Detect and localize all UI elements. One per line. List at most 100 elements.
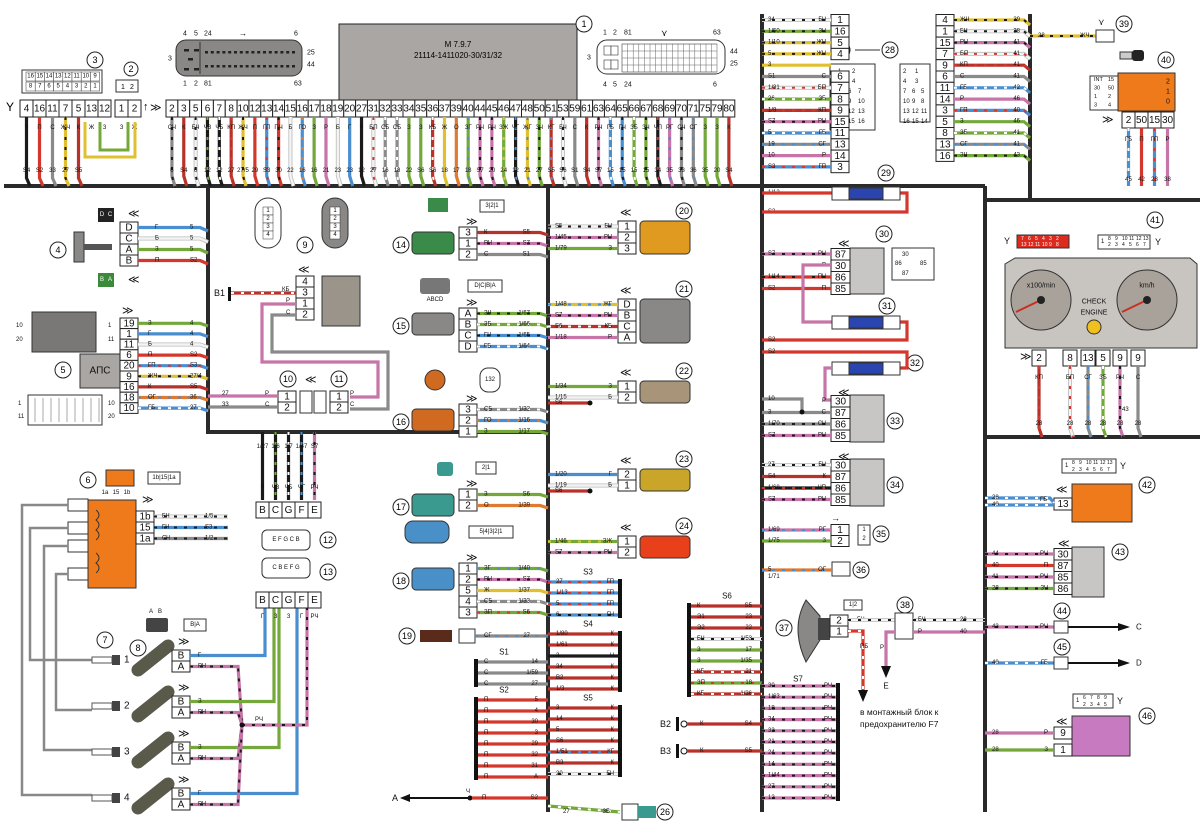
aps-pin-1[interactable]: 1 (119, 328, 139, 340)
aps-pin-11[interactable]: 11 (119, 338, 139, 351)
sensor18-pin-1[interactable]: 1 (458, 562, 478, 575)
ecu-pin-59[interactable]: 59 (568, 99, 582, 118)
connector13-pin-E[interactable]: E (307, 591, 322, 609)
fan-pin-1[interactable]: 1 (829, 625, 849, 638)
fuel-pump-pin-4[interactable]: 4 (295, 275, 315, 288)
diag-pin-13[interactable]: 13 (84, 99, 99, 118)
sensor17-pin-2[interactable]: 2 (458, 499, 478, 512)
cluster-pin-2[interactable]: 2 (1031, 349, 1047, 367)
sensor18-pin-4[interactable]: 4 (458, 595, 478, 608)
connector28-pin-6[interactable]: 6 (935, 70, 955, 83)
aps-pin-19[interactable]: 19 (119, 317, 139, 329)
sensor21-pin-C[interactable]: C (617, 320, 637, 333)
connector27-pin-3[interactable]: 3 (830, 160, 850, 174)
aps-pin-16[interactable]: 16 (119, 381, 139, 393)
ecu-pin-14[interactable]: 14 (272, 99, 285, 118)
ecu-pin-19[interactable]: 19 (331, 99, 345, 118)
ecu-pin-65[interactable]: 65 (615, 99, 629, 118)
connector27-pin-14[interactable]: 14 (830, 149, 850, 162)
connector12-pin-C[interactable]: C (268, 501, 283, 519)
ecu-pin-35[interactable]: 35 (414, 99, 428, 118)
connector2-pin-2[interactable]: 2 (127, 99, 142, 118)
ecu-pin-53[interactable]: 53 (556, 99, 570, 118)
sensor14-pin-1[interactable]: 1 (458, 237, 478, 250)
sensor24-pin-2[interactable]: 2 (617, 546, 637, 559)
ecu-pin-63[interactable]: 63 (592, 99, 605, 118)
connector-2[interactable]: 1 2 2 ↑ (115, 61, 149, 113)
sensor21-pin-D[interactable]: D (617, 298, 637, 311)
ecu-pin-10[interactable]: 10 (236, 99, 250, 118)
ign-pin-1a[interactable]: 1a (135, 532, 155, 545)
ecu-pin-48[interactable]: 48 (521, 99, 534, 118)
relay43-pin-87[interactable]: 87 (1053, 559, 1073, 572)
connector2-pin-1[interactable]: 1 (114, 99, 129, 118)
ecu-pin-68[interactable]: 68 (651, 99, 665, 118)
sensor18-pin-3[interactable]: 3 (458, 606, 478, 619)
ecu-pin-6[interactable]: 6 (201, 99, 214, 118)
connector35-pin-2[interactable]: 2 (830, 535, 850, 548)
ecu-pin-2[interactable]: 2 (165, 99, 179, 118)
ignition-switch-pin-15[interactable]: 15 (1147, 111, 1162, 129)
sensor20-pin-1[interactable]: 1 (617, 220, 637, 233)
connector28-pin-4[interactable]: 4 (935, 14, 955, 27)
relay34-pin-86[interactable]: 86 (830, 482, 851, 495)
ecu-block[interactable]: M 7.9.7 21114-1411020-30/31/32 1 (338, 15, 593, 101)
sensor16-pin-3[interactable]: 3 (458, 403, 478, 416)
aps-pin-6[interactable]: 6 (119, 349, 139, 361)
relay43-pin-85[interactable]: 85 (1053, 571, 1073, 584)
ecu-pin-15[interactable]: 15 (284, 99, 297, 118)
aps-pin-18[interactable]: 18 (119, 391, 139, 404)
connector11-pin-1[interactable]: 1 (329, 390, 349, 403)
diag-pin-7[interactable]: 7 (58, 99, 73, 118)
sensor15-pin-C[interactable]: C (458, 329, 478, 342)
connector28-pin-13[interactable]: 13 (935, 138, 955, 151)
ecu-pin-7[interactable]: 7 (212, 99, 226, 118)
connector13-pin-G[interactable]: G (281, 591, 296, 609)
ecu-pin-36[interactable]: 36 (426, 99, 440, 118)
sensor22-pin-2[interactable]: 2 (617, 391, 637, 404)
ecu-pin-39[interactable]: 39 (449, 99, 463, 118)
connector28-pin-9[interactable]: 9 (935, 59, 955, 72)
relay43-pin-30[interactable]: 30 (1053, 548, 1073, 561)
aps-pin-9[interactable]: 9 (119, 370, 139, 382)
sensor15-pin-D[interactable]: D (458, 340, 478, 353)
ecu-pin-46[interactable]: 46 (497, 99, 511, 118)
pedal-pin-D[interactable]: D (119, 221, 139, 234)
fan-pin-2[interactable]: 2 (829, 614, 849, 627)
injector-pin-B[interactable]: B (171, 695, 191, 708)
sensor23-pin-2[interactable]: 2 (617, 468, 637, 481)
injector-pin-B[interactable]: B (171, 741, 191, 754)
ecu-pin-33[interactable]: 33 (390, 99, 404, 118)
ecu-pin-37[interactable]: 37 (438, 99, 451, 118)
sensor20-pin-2[interactable]: 2 (617, 231, 637, 244)
relay34-pin-85[interactable]: 85 (830, 493, 851, 506)
sensor22-pin-1[interactable]: 1 (617, 380, 637, 393)
ecu-pin-40[interactable]: 40 (461, 99, 475, 118)
relay30-pin-85[interactable]: 85 (830, 282, 851, 295)
pedal-pin-A[interactable]: A (119, 243, 139, 256)
ignition-switch-pin-50[interactable]: 50 (1134, 111, 1149, 129)
pedal-pin-C[interactable]: C (119, 232, 139, 245)
cluster-pin-8[interactable]: 8 (1062, 349, 1078, 367)
ecu-pin-13[interactable]: 13 (260, 99, 274, 118)
fuel-pump-pin-1[interactable]: 1 (295, 297, 315, 310)
ecu-pin-27[interactable]: 27 (355, 99, 368, 118)
connector12-pin-E[interactable]: E (307, 501, 322, 519)
ecu-pin-12[interactable]: 12 (248, 99, 262, 118)
relay30-pin-87[interactable]: 87 (830, 248, 851, 261)
sensor21-pin-A[interactable]: A (617, 331, 637, 344)
injector-pin-A[interactable]: A (171, 798, 191, 811)
ignition-switch-pin-30[interactable]: 30 (1160, 111, 1175, 129)
relay34-pin-30[interactable]: 30 (830, 459, 851, 472)
connector10-pin-2[interactable]: 2 (277, 401, 297, 414)
injector-pin-A[interactable]: A (171, 706, 191, 719)
sensor16-pin-1[interactable]: 1 (458, 425, 478, 438)
pedal-pin-B[interactable]: B (119, 254, 139, 267)
sensor14-pin-3[interactable]: 3 (458, 226, 478, 239)
injector-pin-B[interactable]: B (171, 787, 191, 800)
connector27-pin-13[interactable]: 13 (830, 138, 850, 151)
ign-pin-1b[interactable]: 1b (135, 510, 155, 523)
ecu-pin-64[interactable]: 64 (603, 99, 617, 118)
connector28-pin-1[interactable]: 1 (935, 25, 955, 38)
connector27-pin-4[interactable]: 4 (830, 47, 850, 61)
